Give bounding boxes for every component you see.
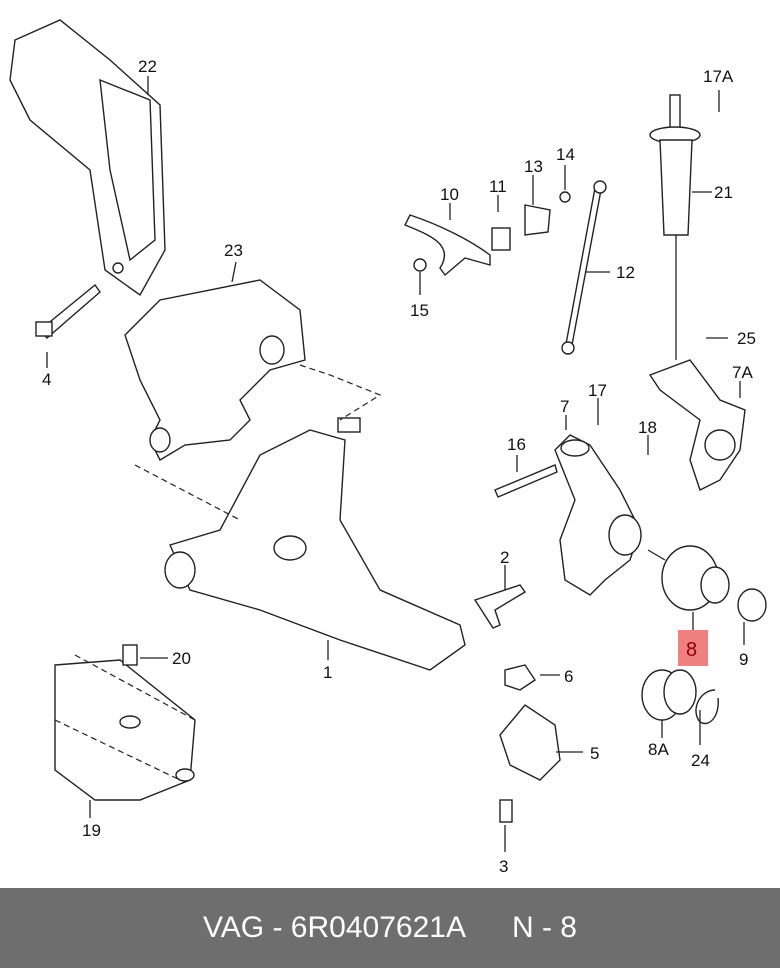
label-13: 13 <box>524 157 543 176</box>
label-17A: 17A <box>703 67 734 86</box>
label-24: 24 <box>691 751 710 770</box>
wheel-hub-part-8 <box>647 545 767 622</box>
label-1: 1 <box>323 663 332 682</box>
bearing-part-8A <box>641 669 719 725</box>
bracket-part-23 <box>124 279 306 461</box>
label-8: 8 <box>686 639 697 661</box>
subframe-part-22 <box>9 19 166 297</box>
label-14: 14 <box>556 145 575 164</box>
label-3: 3 <box>499 857 508 876</box>
knuckle-part-7A <box>648 359 746 491</box>
strut-part-21 <box>649 94 701 360</box>
label-25: 25 <box>737 329 756 348</box>
label-18: 18 <box>638 418 657 437</box>
ball-joint-part-5 <box>499 664 561 823</box>
label-17: 17 <box>588 381 607 400</box>
control-arm-part-1 <box>164 417 466 671</box>
shield-part-19 <box>54 644 196 801</box>
footer-bar: VAG - 6R0407621A N - 8 <box>0 888 780 968</box>
label-22: 22 <box>138 57 157 76</box>
label-12: 12 <box>616 263 635 282</box>
stabilizer-part-10 <box>404 191 571 277</box>
bracket-part-2 <box>473 584 527 629</box>
parts-diagram: 22 23 4 10 11 13 14 15 12 17A 21 25 7A 7… <box>9 19 767 876</box>
label-8A: 8A <box>648 740 669 759</box>
label-5: 5 <box>590 744 599 763</box>
part-number: VAG - 6R0407621A <box>203 911 466 944</box>
label-2: 2 <box>500 548 509 567</box>
label-7A: 7A <box>732 363 753 382</box>
diagram-position: N - 8 <box>511 911 577 944</box>
label-6: 6 <box>564 667 573 686</box>
label-19: 19 <box>82 821 101 840</box>
label-23: 23 <box>224 241 243 260</box>
label-4: 4 <box>42 370 51 389</box>
coupling-rod-part-12 <box>561 180 607 355</box>
bolt-part-4 <box>35 283 101 339</box>
label-15: 15 <box>410 301 429 320</box>
knuckle-part-7 <box>494 434 642 596</box>
highlight-box-part-8[interactable] <box>678 630 708 666</box>
label-9: 9 <box>739 650 748 669</box>
label-7: 7 <box>560 397 569 416</box>
label-21: 21 <box>714 183 733 202</box>
label-11: 11 <box>489 177 507 196</box>
label-20: 20 <box>172 649 191 668</box>
label-10: 10 <box>440 185 459 204</box>
label-16: 16 <box>507 435 526 454</box>
